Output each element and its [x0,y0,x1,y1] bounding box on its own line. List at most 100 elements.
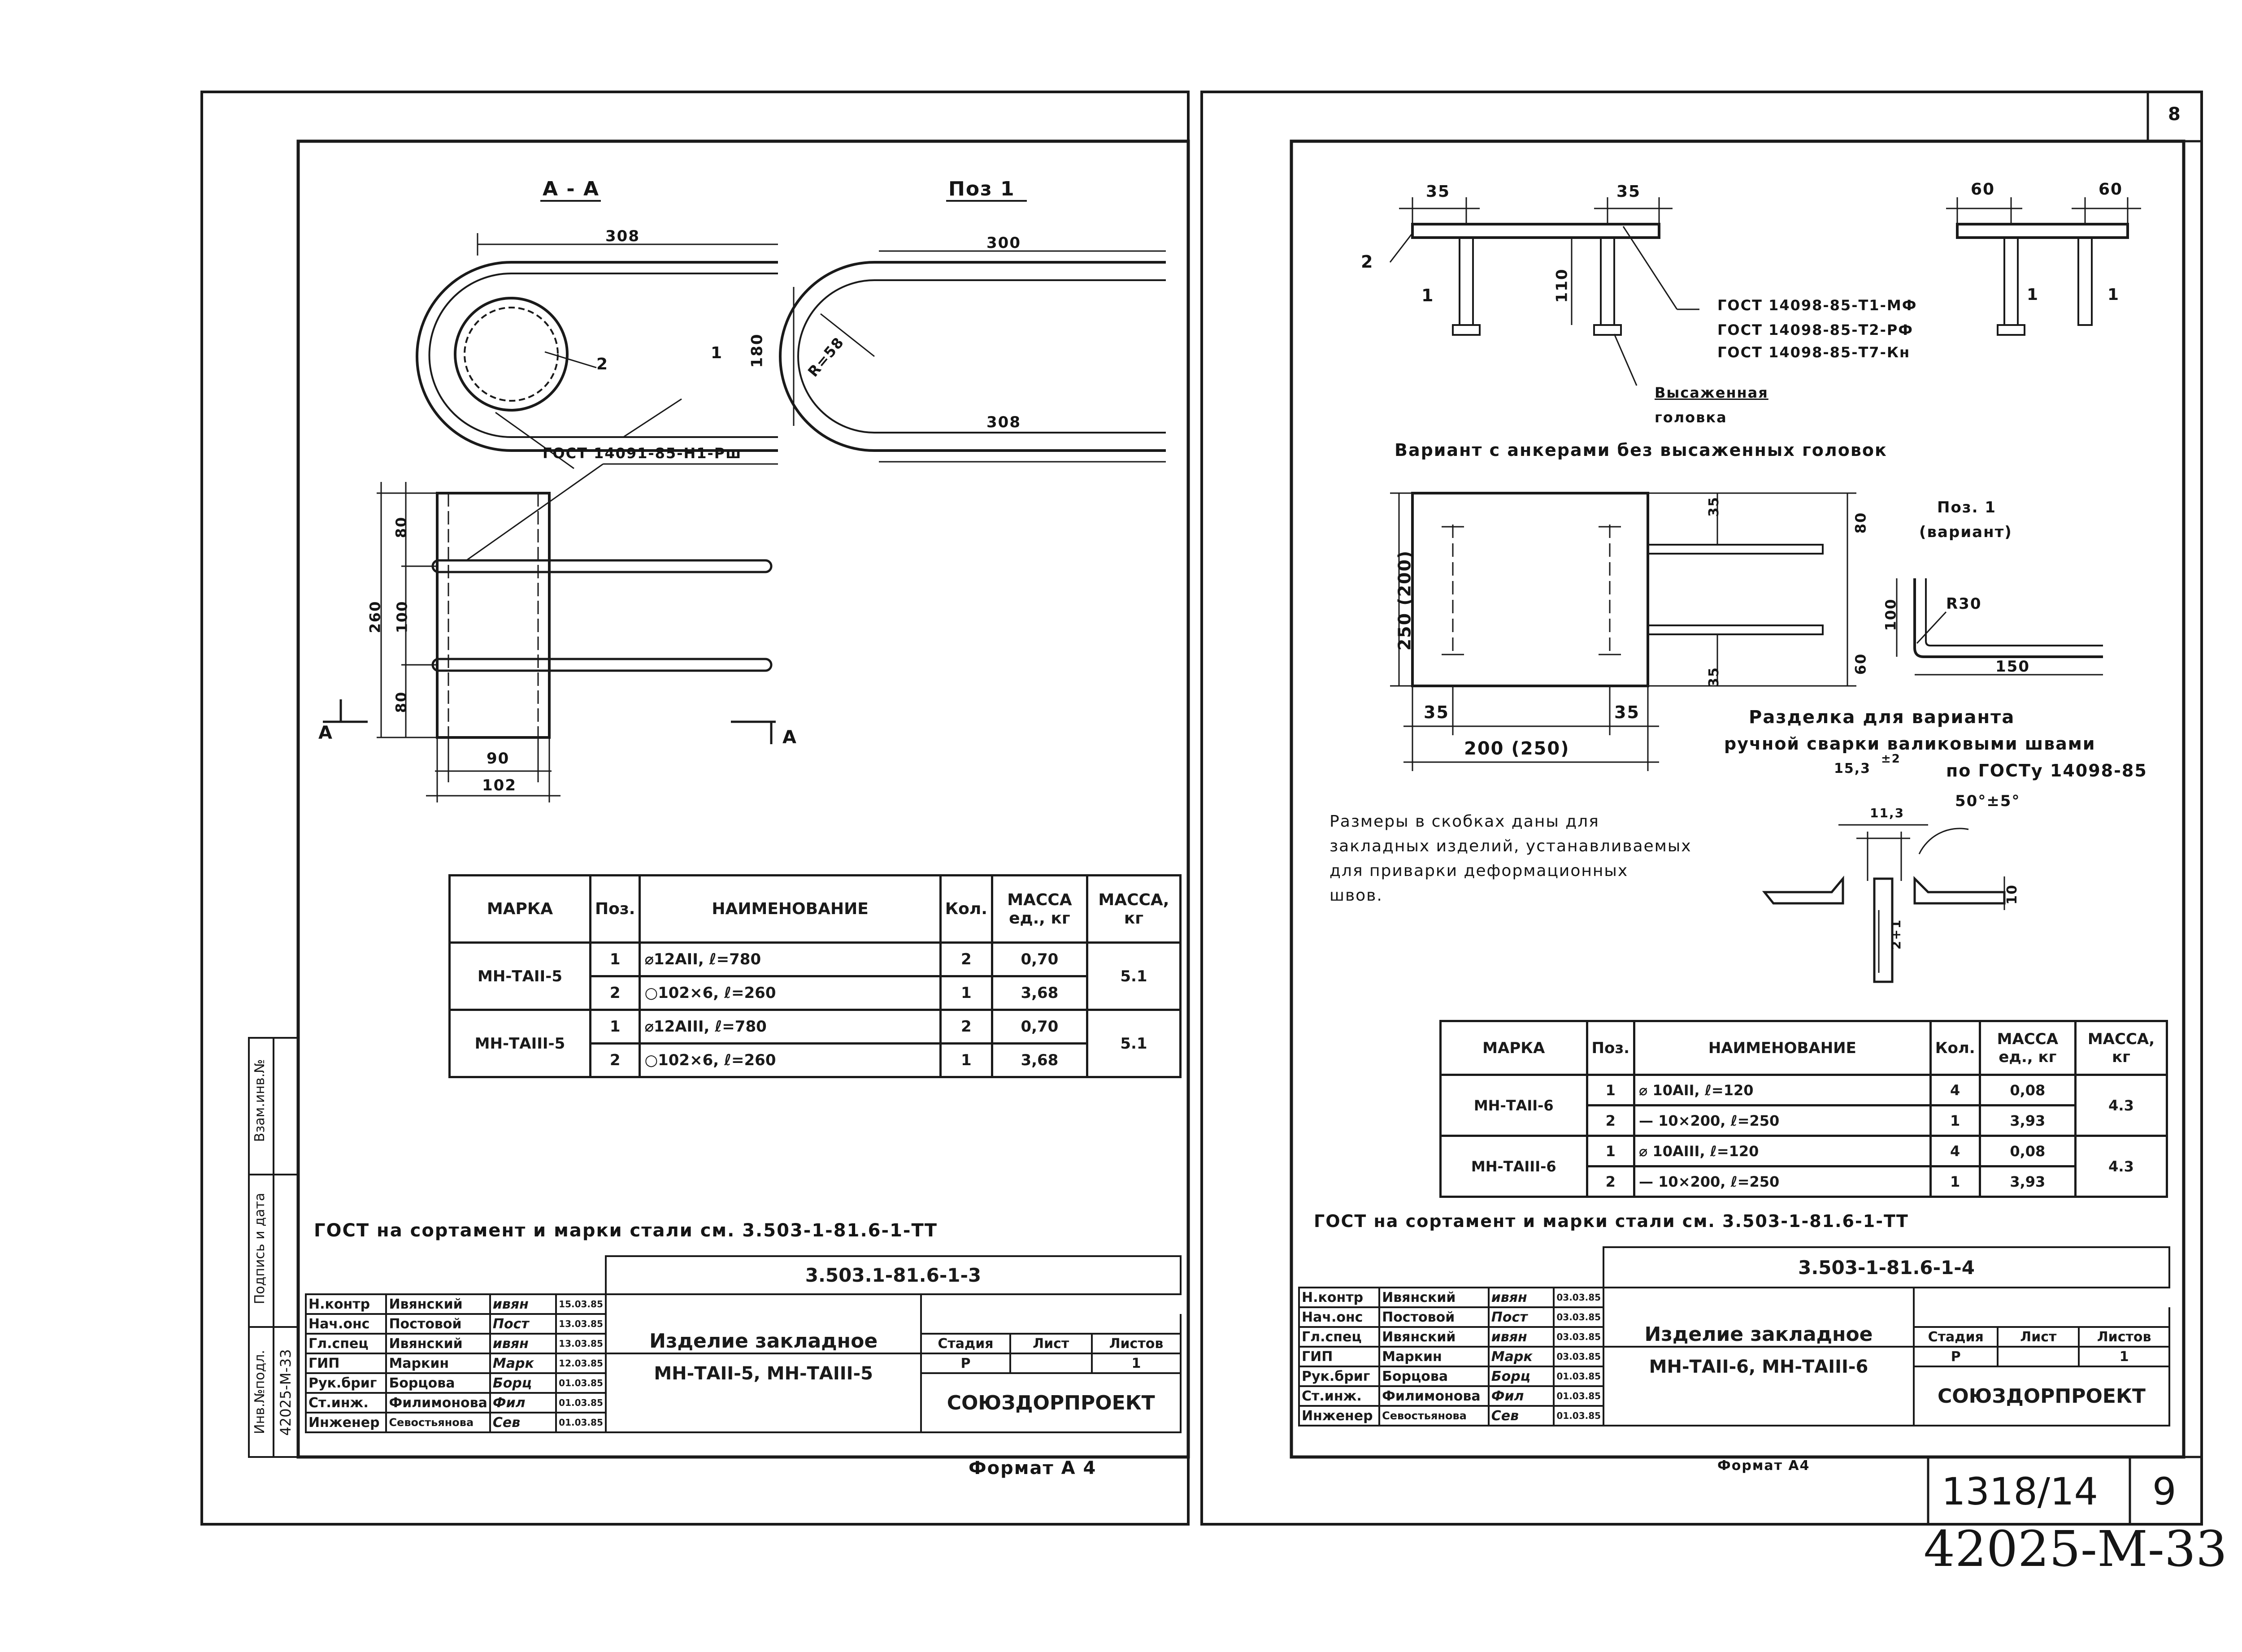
role-cell: Рук.бриг [304,1372,387,1394]
left-spec-table: МАРКА Поз. НАИМЕНОВАНИЕ Кол. МАССА ед., … [448,874,1182,1078]
upset-head-1: Высаженная [1655,384,1768,401]
role-cell: Ст.инж. [1298,1385,1381,1407]
side-label-inv-original: Инв.№подл. [252,1350,268,1434]
role-cell: Н.контр [304,1293,387,1315]
stage-value: Р [1912,1346,1999,1367]
col-total-mass: МАССА, кг [1086,874,1182,944]
name-cell: Борцова [1378,1366,1490,1387]
role-cell: Нач.онс [304,1313,387,1335]
title-line2: МН-ТАII-5, МН-ТАIII-5 [604,1353,922,1433]
sheets-label: Листов [2078,1326,2170,1348]
archive-code: 42025-М-33 [1924,1520,2227,1578]
role-cell: Ст.инж. [304,1392,387,1414]
signature-cell: Сев [1487,1405,1555,1427]
right-sheet-border [1200,91,2203,1526]
dim-180: 180 [748,333,766,368]
role-cell: ГИП [304,1353,387,1374]
col-name: НАИМЕНОВАНИЕ [1633,1020,1932,1076]
organization: СОЮЗДОРПРОЕКТ [920,1372,1182,1433]
sheet-label: Лист [1997,1326,2080,1348]
dim-150: 150 [1995,658,2030,676]
qty-cell: 2 [939,941,993,977]
signature-cell: Марк [489,1353,557,1374]
upset-head-2: головка [1655,409,1727,426]
stage-label: Стадия [1912,1326,1999,1348]
col-total-mass: МАССА, кг [2074,1020,2168,1076]
groove-title-3: по ГОСТу 14098-85 [1946,761,2147,780]
dim-60b: 60 [2099,180,2123,199]
lead-1c: 1 [2107,286,2120,304]
dim-15-3: 15,3 [1834,761,1871,776]
sheets-value: 1 [2078,1346,2170,1367]
col-qty: Кол. [1929,1020,1981,1076]
lead-1-right: 1 [1421,286,1434,305]
dim-10: 10 [2004,884,2020,905]
name-cell: Постовой [1378,1306,1490,1328]
pos1-drawing [779,200,1166,463]
col-qty: Кол. [939,874,993,944]
date-cell: 13.03.85 [555,1333,607,1354]
dim-35d: 35 [1614,702,1640,722]
signature-cell: Сев [489,1412,557,1433]
role-cell: Н.контр [1298,1287,1381,1308]
date-cell: 03.03.85 [1553,1306,1605,1328]
unit-mass-cell: 0,08 [1978,1074,2077,1106]
lead-1b: 1 [2027,286,2039,304]
gost-note: ГОСТ на сортамент и марки стали см. 3.50… [314,1220,938,1241]
section-marker-right: А [782,727,797,748]
qty-cell: 1 [939,975,993,1011]
pos1-variant-bar [1896,578,2103,676]
pos-label: Поз 1 [948,178,1015,200]
table-row: МН-ТАIII-6 1 ⌀ 10АIII, ℓ=120 4 0,08 4.3 [1439,1135,2168,1198]
signature-cell: ивян [1487,1287,1555,1308]
date-cell: 01.03.85 [1553,1366,1605,1387]
signature-cell: Борц [1487,1366,1555,1387]
sheets-label: Листов [1091,1333,1182,1354]
dim-80a: 80 [392,516,410,538]
name-cell: — 10×200, ℓ=250 [1633,1165,1932,1198]
name-cell: ⌀ 10АII, ℓ=120 [1633,1074,1932,1106]
sheet-info-box [1927,1456,2203,1526]
page-number-box [2146,91,2203,143]
dim-100: 100 [393,600,411,633]
dim-35a: 35 [1426,182,1451,201]
pos-cell: 1 [1586,1074,1636,1106]
side-label-replace-inv: Взам.инв.№ [252,1059,268,1142]
note-line-2: закладных изделий, устанавливаемых [1330,837,1692,855]
date-cell: 15.03.85 [555,1293,607,1315]
date-cell: 12.03.85 [555,1353,607,1374]
dim-35b: 35 [1616,182,1641,201]
format-label-right: Формат А4 [1717,1458,1810,1474]
left-title-block: 3.503.1-81.6-1-3 Н.контр Ивянский ивян 1… [304,1255,1182,1433]
pos1-variant-1: Поз. 1 [1937,499,1996,516]
sheet-label: Лист [1009,1333,1093,1354]
unit-mass-cell: 0,70 [991,1009,1088,1045]
gost-t2: ГОСТ 14098-85-Т2-РФ [1717,321,1914,338]
table-row: МН-ТАIII-5 1 ⌀12АIII, ℓ=780 2 0,70 5.1 [448,1009,1182,1078]
total-mass-cell: 5.1 [1086,941,1182,1011]
dim-200: 200 (250) [1464,738,1570,759]
drawing-code-right: 3.503-1-81.6-1-4 [1603,1246,2170,1288]
date-cell: 13.03.85 [555,1313,607,1335]
table-row: 2 ○102×6, ℓ=260 1 3,68 [450,1042,1181,1078]
unit-mass-cell: 3,68 [991,975,1088,1011]
name-cell: Филимонова [385,1392,491,1414]
name-cell: ⌀12АII, ℓ=780 [639,941,942,977]
name-cell: Постовой [385,1313,491,1335]
dim-r30: R30 [1946,595,1982,613]
signature-cell: Марк [1487,1346,1555,1367]
right-spec-table: МАРКА Поз. НАИМЕНОВАНИЕ Кол. МАССА ед., … [1439,1020,2168,1198]
name-cell: Борцова [385,1372,491,1394]
role-cell: Нач.онс [1298,1306,1381,1328]
unit-mass-cell: 3,93 [1978,1104,2077,1137]
dim-102: 102 [482,776,517,794]
name-cell: Ивянский [1378,1326,1490,1348]
series-number: 1318/14 [1942,1470,2098,1513]
lead-1: 1 [711,344,723,362]
dim-35s: 35 [1706,496,1722,517]
name-cell: Ивянский [385,1293,491,1315]
stage-value: Р [920,1353,1011,1374]
dim-308-bottom: 308 [986,413,1021,431]
col-mark: МАРКА [1439,1020,1588,1076]
sheets-value: 1 [1091,1353,1182,1374]
